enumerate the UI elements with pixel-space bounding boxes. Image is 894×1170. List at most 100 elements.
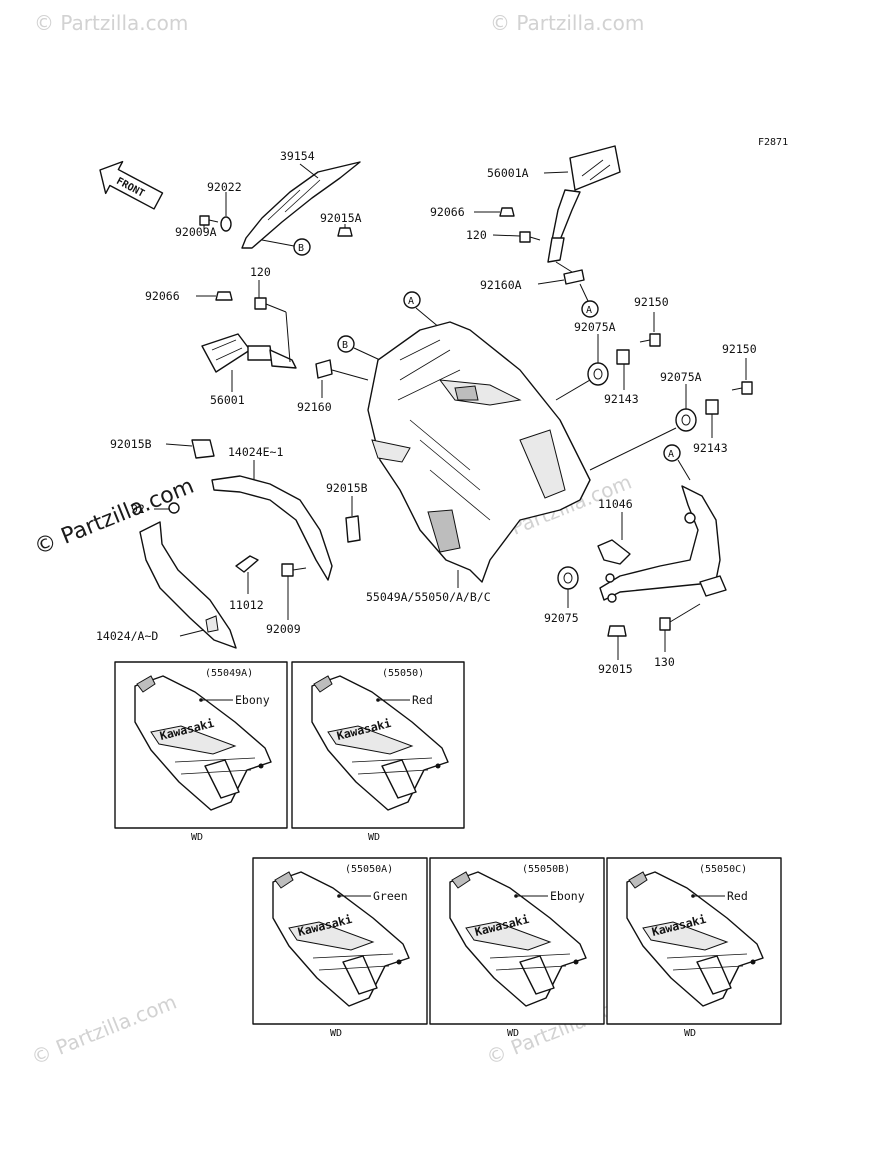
part-92015B-clip-left: [191, 439, 215, 459]
variant-caption: WD: [191, 832, 203, 843]
variant-code: (55050C): [699, 864, 747, 875]
variant-color: Red: [727, 889, 748, 903]
part-92015A-nut-top: [337, 227, 353, 237]
svg-text:A: A: [408, 296, 414, 307]
svg-text:B: B: [298, 243, 304, 254]
panel-corner-mark: [451, 871, 471, 889]
watermark-top-left: © Partzilla.com: [34, 11, 188, 35]
callout-92015B-left: 92015B: [110, 437, 152, 451]
ref-marker-A-bracket: A: [663, 444, 681, 462]
callout-56001A: 56001A: [487, 166, 529, 180]
watermark-main: © Partzilla.com: [31, 474, 198, 561]
part-56001A-mirror: [547, 145, 621, 263]
part-92150-bolt-a: [639, 333, 661, 347]
ref-marker-B-main: B: [337, 335, 355, 353]
part-92075A-grommet-a: [587, 362, 609, 386]
callout-92150-a: 92150: [634, 295, 669, 309]
callout-14024: 14024/A~D: [96, 629, 158, 643]
callout-11046: 11046: [598, 497, 633, 511]
panel-corner-mark: [136, 675, 156, 693]
part-120-bolt-right: [519, 231, 541, 243]
panel-corner-mark: [274, 871, 294, 889]
callout-120-right: 120: [466, 228, 487, 242]
callout-120-left: 120: [250, 265, 271, 279]
part-92066-nut-left: [215, 291, 233, 301]
part-11046-bracket: [597, 485, 727, 603]
panel-corner-mark: [313, 675, 333, 693]
callout-92009A: 92009A: [175, 225, 217, 239]
part-92143-collar-a: [616, 349, 630, 365]
ref-marker-A-right: A: [581, 300, 599, 318]
part-120-bolt-left: [254, 297, 287, 313]
variant-caption: WD: [330, 1028, 342, 1039]
part-92022-grommet: [220, 216, 232, 232]
svg-text:A: A: [668, 449, 674, 460]
variant-code: (55050B): [522, 864, 570, 875]
part-92-screw-partial: [168, 502, 180, 514]
variant-code: (55049A): [205, 668, 253, 679]
variant-caption: WD: [507, 1028, 519, 1039]
callout-92066-right: 92066: [430, 205, 465, 219]
figure-code: F2871: [758, 137, 788, 148]
color-variant-panels: Kawasaki(55049A)EbonyWDKawasaki(55050)Re…: [114, 661, 782, 1039]
front-direction-arrow: FRONT: [99, 160, 164, 210]
callout-55049A-55050-ABC: 55049A/55050/A/B/C: [366, 590, 491, 604]
panel-corner-mark: [628, 871, 648, 889]
callout-92066-left: 92066: [145, 289, 180, 303]
callout-92009: 92009: [266, 622, 301, 636]
part-11012-clip: [235, 555, 259, 573]
variant-code: (55050): [382, 668, 424, 679]
watermark-top-right: © Partzilla.com: [490, 11, 644, 35]
variant-caption: WD: [368, 832, 380, 843]
part-130-bolt: [659, 603, 701, 631]
svg-text:B: B: [342, 340, 348, 351]
part-39154-cover-panel: [241, 161, 361, 249]
callout-92015A: 92015A: [320, 211, 362, 225]
part-92015-nut: [607, 625, 627, 637]
part-92075-grommet: [557, 566, 579, 590]
watermark-bottom-left: © Partzilla.com: [28, 990, 180, 1070]
callout-92075: 92075: [544, 611, 579, 625]
part-92160-plate: [315, 359, 333, 379]
callout-92150-b: 92150: [722, 342, 757, 356]
callout-92143-b: 92143: [693, 441, 728, 455]
callout-92160A: 92160A: [480, 278, 522, 292]
callout-39154: 39154: [280, 149, 315, 163]
part-14024-lower-panel: [139, 521, 237, 649]
callout-14024E: 14024E~1: [228, 445, 283, 459]
part-92143-collar-b: [705, 399, 719, 415]
callout-92075A-a: 92075A: [574, 320, 616, 334]
ref-marker-A-main: A: [403, 291, 421, 309]
part-14024E-inner-panel: [211, 475, 333, 581]
callout-56001: 56001: [210, 393, 245, 407]
variant-color: Red: [412, 693, 433, 707]
part-55049A-upper-cowl: [367, 321, 591, 583]
variant-code: (55050A): [345, 864, 393, 875]
part-92009-screw: [281, 563, 307, 577]
part-92009A-screw: [199, 215, 219, 226]
variant-color: Green: [373, 889, 408, 903]
variant-color: Ebony: [550, 889, 585, 903]
callout-92-partial: 92: [131, 502, 145, 516]
callout-92015B-mid: 92015B: [326, 481, 368, 495]
callout-11012: 11012: [229, 598, 264, 612]
variant-color: Ebony: [235, 693, 270, 707]
callout-130: 130: [654, 655, 675, 669]
part-92066-nut-right: [499, 207, 515, 217]
callout-92143-a: 92143: [604, 392, 639, 406]
part-92075A-grommet-b: [675, 408, 697, 432]
part-92015B-clip-mid: [345, 515, 361, 543]
part-56001-mirror: [201, 333, 297, 373]
ref-marker-B-top: B: [293, 238, 311, 256]
callout-92022: 92022: [207, 180, 242, 194]
part-92160A-plate: [563, 269, 585, 285]
callout-92160: 92160: [297, 400, 332, 414]
callout-92075A-b: 92075A: [660, 370, 702, 384]
